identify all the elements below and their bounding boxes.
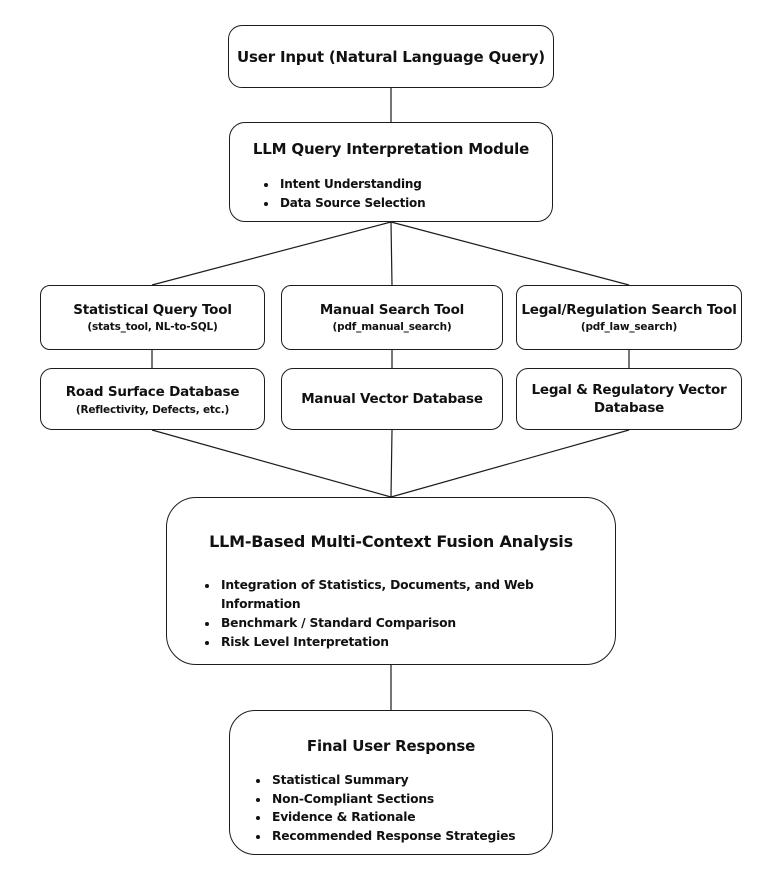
bullet-item: Intent Understanding [278, 175, 425, 194]
node-query-module: LLM Query Interpretation Module Intent U… [229, 122, 553, 222]
connector-line [390, 221, 393, 286]
node-road-surface-database-title: Road Surface Database [65, 383, 240, 400]
bullet-item: Risk Level Interpretation [219, 633, 615, 652]
connector-line [151, 429, 392, 498]
bullet-item: Data Source Selection [278, 194, 426, 213]
node-statistical-query-tool-title: Statistical Query Tool [73, 302, 232, 318]
node-legal-regulation-search-tool-subtitle: (pdf_law_search) [580, 321, 678, 333]
node-manual-vector-database-title: Manual Vector Database [301, 391, 483, 407]
node-manual-search-tool: Manual Search Tool (pdf_manual_search) [281, 285, 503, 350]
node-road-surface-database: Road Surface Database (Reflectivity, Def… [40, 368, 265, 430]
node-manual-vector-database: Manual Vector Database [281, 368, 503, 430]
bullet-item: Statistical Summary [270, 771, 515, 790]
node-query-module-title: LLM Query Interpretation Module [252, 140, 530, 158]
node-fusion-analysis: LLM-Based Multi-Context Fusion Analysis … [166, 497, 616, 665]
node-legal-regulation-search-tool-title: Legal/Regulation Search Tool [521, 302, 737, 318]
bullet-item: Non-Compliant Sections [270, 790, 515, 809]
node-fusion-analysis-bullets: Integration of Statistics, Documents, an… [167, 576, 615, 652]
bullet-item: Benchmark / Standard Comparison [219, 614, 615, 633]
node-final-user-response: Final User Response Statistical Summary … [229, 710, 553, 855]
connector-line [390, 429, 630, 498]
connector-line [390, 221, 630, 286]
node-user-input-title: User Input (Natural Language Query) [237, 47, 545, 66]
connector-line [151, 221, 392, 286]
node-legal-regulatory-vector-database-title: Legal & Regulatory Vector Database [531, 382, 727, 416]
node-final-user-response-title: Final User Response [306, 737, 476, 755]
node-fusion-analysis-title: LLM-Based Multi-Context Fusion Analysis [209, 532, 573, 551]
bullet-item: Evidence & Rationale [270, 808, 515, 827]
node-final-user-response-bullets: Statistical Summary Non-Compliant Sectio… [230, 771, 516, 846]
node-user-input: User Input (Natural Language Query) [228, 25, 554, 88]
node-legal-regulation-search-tool: Legal/Regulation Search Tool (pdf_law_se… [516, 285, 742, 350]
node-statistical-query-tool: Statistical Query Tool (stats_tool, NL-t… [40, 285, 265, 350]
connector-line [390, 429, 393, 498]
bullet-item: Integration of Statistics, Documents, an… [219, 576, 615, 614]
node-statistical-query-tool-subtitle: (stats_tool, NL-to-SQL) [87, 321, 218, 333]
node-manual-search-tool-subtitle: (pdf_manual_search) [332, 321, 452, 333]
bullet-item: Recommended Response Strategies [270, 827, 516, 846]
node-legal-regulatory-vector-database: Legal & Regulatory Vector Database [516, 368, 742, 430]
node-manual-search-tool-title: Manual Search Tool [319, 302, 465, 318]
node-query-module-bullets: Intent Understanding Data Source Selecti… [230, 175, 426, 213]
node-road-surface-database-subtitle: (Reflectivity, Defects, etc.) [75, 403, 230, 416]
